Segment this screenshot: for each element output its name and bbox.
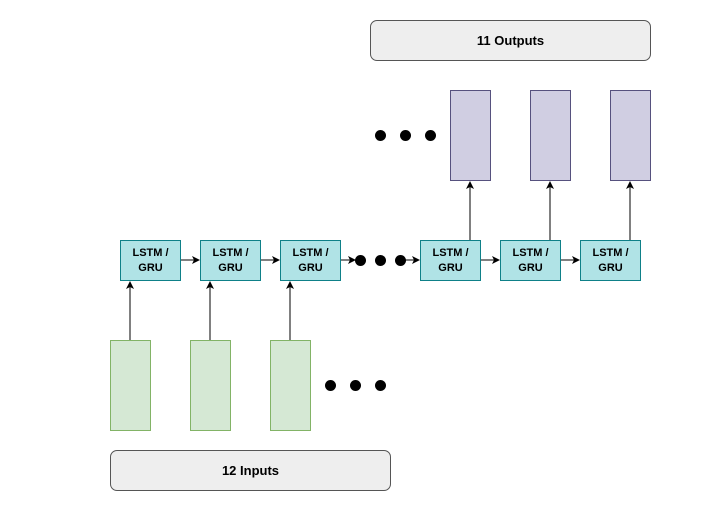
ellipsis-dot-outputs-2 — [400, 130, 411, 141]
ellipsis-dot-chain-3 — [395, 255, 406, 266]
cell-label-6: LSTM / GRU — [592, 246, 629, 274]
outputs-banner: 11 Outputs — [370, 20, 651, 61]
cell-label-1: LSTM / GRU — [132, 246, 169, 274]
lstm-gru-cell-5: LSTM / GRU — [500, 240, 561, 281]
lstm-gru-cell-1: LSTM / GRU — [120, 240, 181, 281]
lstm-gru-cell-6: LSTM / GRU — [580, 240, 641, 281]
inputs-banner: 12 Inputs — [110, 450, 391, 491]
lstm-gru-cell-4: LSTM / GRU — [420, 240, 481, 281]
ellipsis-dot-inputs-3 — [375, 380, 386, 391]
lstm-gru-cell-2: LSTM / GRU — [200, 240, 261, 281]
inputs-banner-label: 12 Inputs — [221, 463, 280, 478]
output-box-3 — [610, 90, 651, 181]
ellipsis-dot-inputs-2 — [350, 380, 361, 391]
input-box-2 — [190, 340, 231, 431]
input-box-1 — [110, 340, 151, 431]
ellipsis-dot-outputs-3 — [425, 130, 436, 141]
cell-label-2: LSTM / GRU — [212, 246, 249, 274]
ellipsis-dot-outputs-1 — [375, 130, 386, 141]
ellipsis-dot-chain-1 — [355, 255, 366, 266]
input-box-3 — [270, 340, 311, 431]
outputs-banner-label: 11 Outputs — [476, 33, 545, 48]
cell-label-5: LSTM / GRU — [512, 246, 549, 274]
cell-label-3: LSTM / GRU — [292, 246, 329, 274]
cell-label-4: LSTM / GRU — [432, 246, 469, 274]
lstm-gru-cell-3: LSTM / GRU — [280, 240, 341, 281]
ellipsis-dot-chain-2 — [375, 255, 386, 266]
ellipsis-dot-inputs-1 — [325, 380, 336, 391]
output-box-1 — [450, 90, 491, 181]
output-box-2 — [530, 90, 571, 181]
